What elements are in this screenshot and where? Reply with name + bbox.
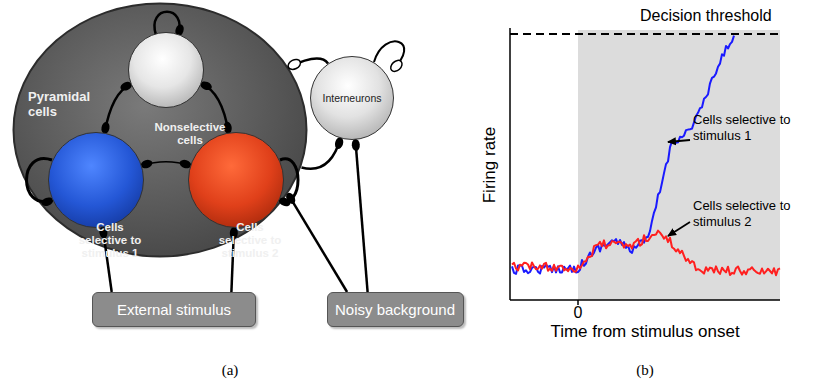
self-loop: [27, 158, 53, 201]
pyramidal-population: Pyramidal cells Nonselective cellsCells s…: [12, 2, 308, 258]
axis-title: Time from stimulus onset: [550, 322, 739, 342]
connector: [105, 84, 131, 133]
self-loop: [280, 159, 298, 201]
y-axis: [509, 28, 511, 300]
node-label: Pyramidal cells: [28, 90, 102, 120]
threshold-line: [510, 33, 780, 35]
axis-title: Firing rate: [480, 127, 500, 204]
interneuron-population: Interneurons: [310, 56, 394, 140]
stimulus-shading: [578, 30, 780, 300]
node-label: External stimulus: [117, 301, 231, 318]
selective-population: Cells selective to stimulus 2: [188, 132, 284, 228]
selective-population: Cells selective to stimulus 1: [48, 132, 144, 228]
callout-arrow: [668, 140, 690, 142]
self-loop: [154, 12, 179, 35]
threshold-label: Decision threshold: [640, 7, 772, 25]
connector: [231, 228, 234, 292]
tick-label: 0: [574, 304, 583, 322]
node-label: Cells selective to stimulus 2: [205, 221, 295, 261]
callout-label: Cells selective to stimulus 2: [693, 198, 797, 229]
x-axis: [510, 299, 780, 301]
connector: [289, 59, 328, 68]
self-loop: [374, 41, 404, 70]
connector: [201, 84, 228, 133]
connector: [355, 140, 367, 292]
connector: [142, 162, 190, 166]
firing-rate-trace: [512, 36, 734, 274]
callout-label: Cells selective to stimulus 1: [693, 112, 797, 143]
connector: [302, 138, 341, 168]
panel-label: (a): [222, 362, 239, 379]
connector: [288, 194, 347, 292]
connector: [103, 228, 112, 293]
input-box: External stimulus: [92, 292, 256, 327]
firing-rate-trace: [512, 231, 780, 276]
node-label: Cells selective to stimulus 1: [65, 221, 155, 261]
callout-arrow: [668, 222, 690, 236]
node-label: Noisy background: [335, 301, 455, 318]
traces: [512, 36, 780, 276]
nonselective-population: Nonselective cells: [128, 32, 204, 108]
node-label: Interneurons: [315, 92, 390, 105]
input-box: Noisy background: [327, 292, 464, 327]
panel-label: (b): [636, 362, 654, 379]
